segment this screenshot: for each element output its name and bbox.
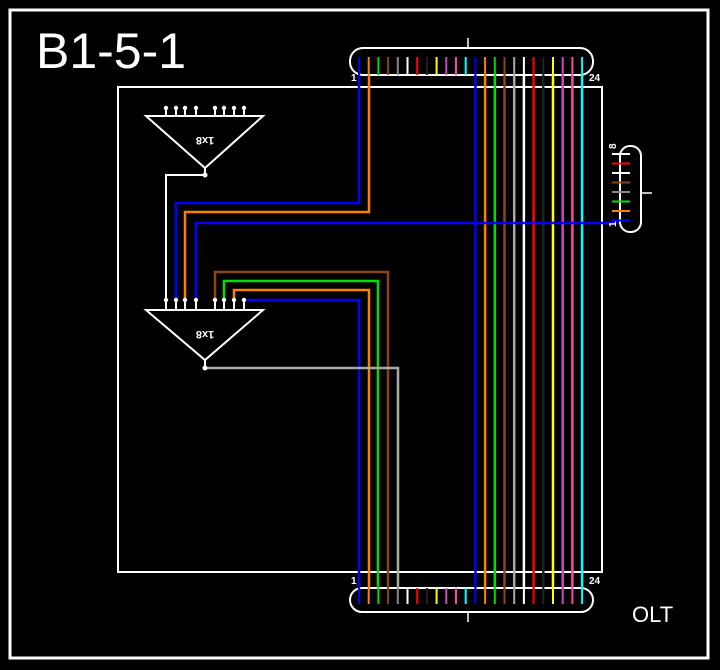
bottom-connector-end-label: 24	[589, 576, 601, 587]
fiber-route-green	[222, 279, 380, 588]
splitter-top-ratio: 1x8	[196, 134, 214, 146]
splitter-port-dot	[182, 105, 188, 111]
splitter-port-dot	[221, 105, 227, 111]
top-connector-fibers	[358, 57, 584, 75]
side-connector-start-label: 1	[608, 221, 619, 227]
fiber-route-blue	[244, 298, 361, 588]
splitter-port-dot	[212, 105, 218, 111]
splitter-port-dot	[241, 297, 247, 303]
fiber-route-side-blue	[194, 221, 620, 300]
top-connector-end-label: 24	[589, 73, 601, 84]
splitter-port-dot	[231, 297, 237, 303]
olt-label: OLT	[632, 602, 673, 627]
fiber-route-blue-top	[174, 75, 361, 300]
splitter-port-dot	[193, 297, 199, 303]
splitter-port-dot	[212, 297, 218, 303]
top-connector-start-label: 1	[351, 73, 357, 84]
splitter-port-dot	[193, 105, 199, 111]
splitter-link	[165, 174, 205, 300]
outer-frame	[8, 8, 710, 660]
splitter-port-dot	[163, 297, 169, 303]
fiber-route-orange	[232, 288, 371, 588]
splitter-port-dot	[231, 105, 237, 111]
side-connector-fibers	[612, 153, 630, 222]
splitter-port-dot	[163, 105, 169, 111]
splitter-port-dot	[173, 297, 179, 303]
bottom-connector-start-label: 1	[351, 576, 357, 587]
routed-fibers	[174, 75, 620, 588]
splitter-port-dot	[221, 297, 227, 303]
side-connector: 1 8	[608, 143, 652, 233]
splitter-bottom: 1x8	[143, 297, 266, 371]
splitter-top: 1x8	[143, 105, 266, 178]
fiber-route-orange-top	[183, 75, 371, 300]
pass-through-fibers	[474, 75, 584, 588]
bottom-connector: 1 24	[349, 576, 601, 622]
diagram-title: B1-5-1	[36, 23, 186, 79]
fiber-route-brown	[213, 270, 390, 588]
splitter-port-dot	[182, 297, 188, 303]
splitter-port-dot	[173, 105, 179, 111]
splitter-port-dot	[241, 105, 247, 111]
splitter-bottom-ratio: 1x8	[196, 328, 214, 340]
side-connector-end-label: 8	[608, 143, 619, 149]
bottom-connector-fibers	[358, 588, 584, 604]
fiber-route-gray	[205, 366, 400, 588]
top-connector: 1 24	[349, 38, 601, 84]
